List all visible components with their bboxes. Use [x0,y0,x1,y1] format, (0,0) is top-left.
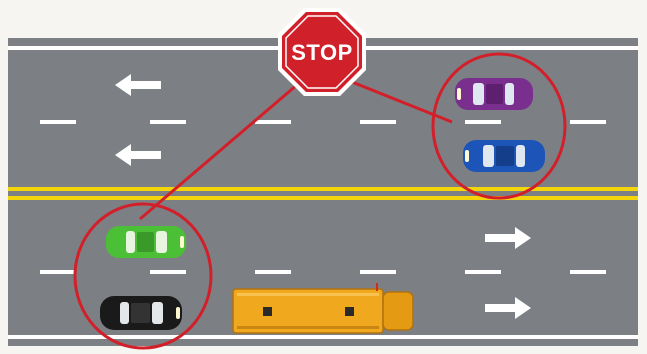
stop-sign-text: STOP [291,40,353,65]
center-line-upper [8,187,638,191]
black-car [100,296,182,330]
stop-sign: STOP [278,8,366,96]
blue-car [463,140,545,172]
green-car [106,226,186,258]
purple-car [455,78,533,110]
center-line-lower [8,196,638,200]
